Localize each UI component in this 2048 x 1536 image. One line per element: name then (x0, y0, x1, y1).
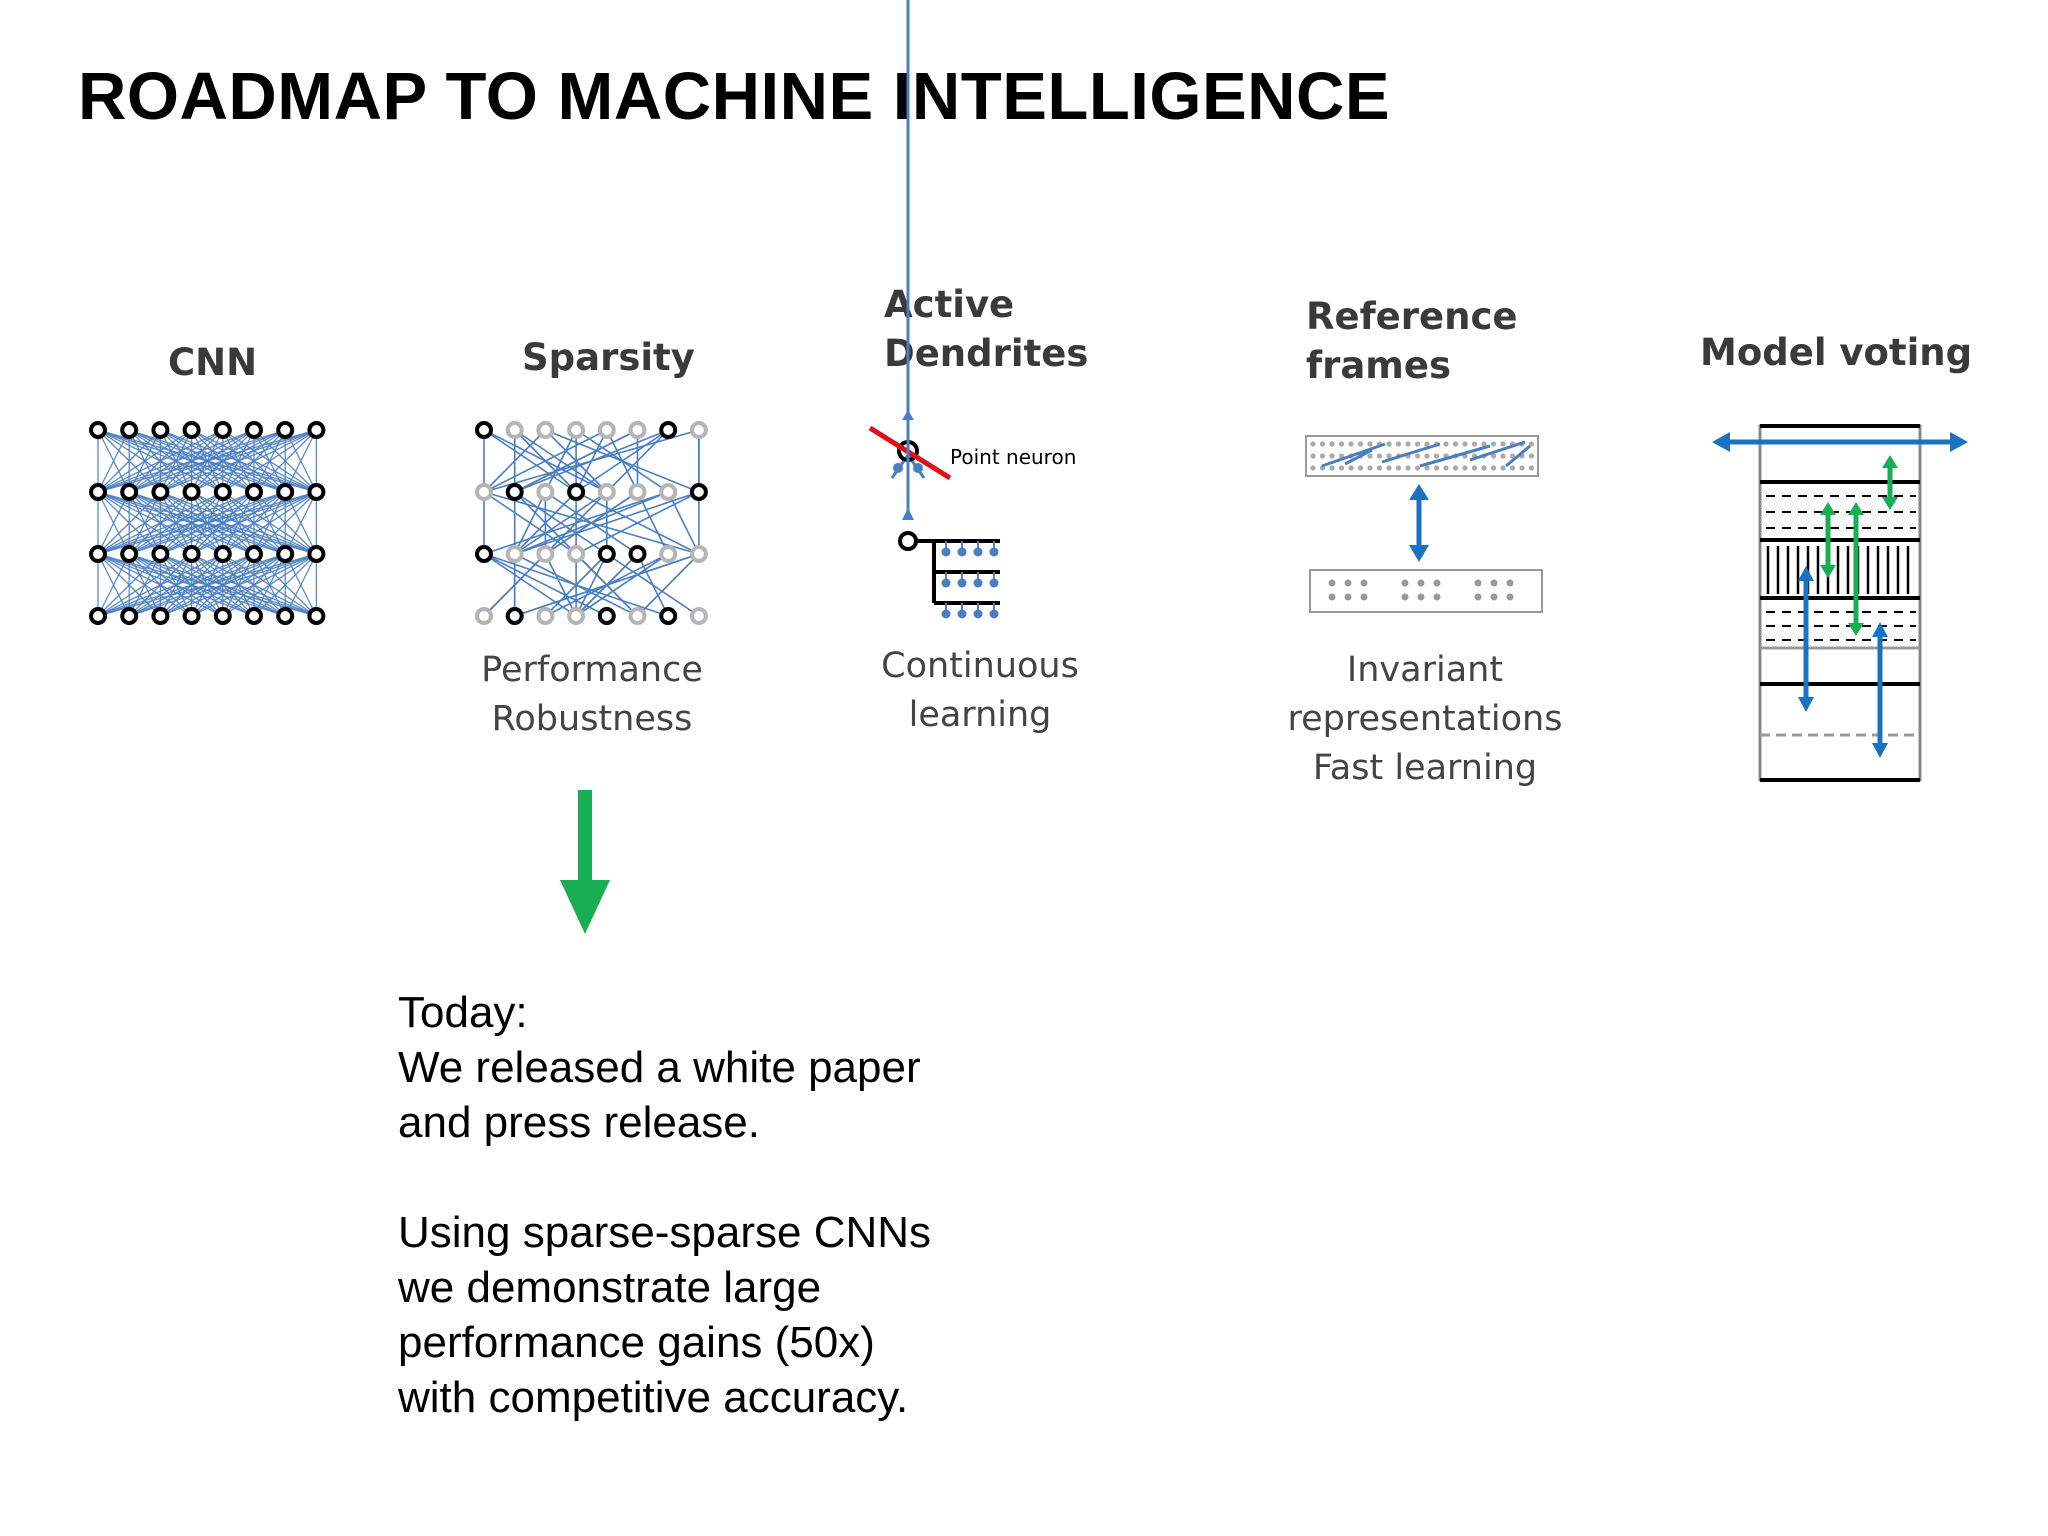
cnn-node (276, 421, 295, 439)
sparse-node (689, 421, 708, 439)
today-announcement: Today: We released a white paper and pre… (398, 988, 932, 1422)
cnn-node (151, 607, 170, 625)
model-voting-column-icon (1712, 424, 1968, 782)
heading-sparsity: Sparsity (522, 336, 695, 379)
sparse-node (628, 421, 647, 439)
heading-reference-frames: Reference frames (1306, 295, 1518, 387)
cnn-node (307, 483, 326, 501)
point-neuron-icon (868, 410, 952, 481)
sparse-node (536, 545, 555, 563)
sparse-node (689, 545, 708, 563)
sparse-node (567, 607, 586, 625)
sparse-node (505, 421, 524, 439)
cnn-node (151, 483, 170, 501)
cnn-node (276, 483, 295, 501)
sparse-node (475, 545, 493, 563)
sparse-network-icon (475, 421, 708, 625)
cnn-node (89, 421, 107, 439)
sparse-node (475, 607, 493, 625)
cnn-node (213, 421, 232, 439)
subtitle-active-dendrites: Continuous learning (881, 646, 1079, 735)
cnn-node (307, 421, 326, 439)
cnn-node (182, 545, 201, 563)
cnn-node (245, 421, 263, 439)
sparse-node (536, 421, 555, 439)
sparse-node (567, 545, 586, 563)
point-neuron-label: Point neuron (950, 445, 1076, 469)
sparse-node (659, 607, 678, 625)
sparse-node (659, 545, 678, 563)
sparse-node (536, 483, 555, 501)
cnn-node (120, 421, 139, 439)
sparse-node (536, 607, 555, 625)
heading-cnn: CNN (168, 341, 258, 384)
cnn-node (245, 545, 263, 563)
cnn-node (151, 545, 170, 563)
subtitle-reference-frames: Invariant representations Fast learning (1287, 650, 1563, 788)
sparse-node (689, 607, 708, 625)
cnn-node (89, 607, 107, 625)
sparse-node (628, 483, 647, 501)
sparse-node (567, 421, 586, 439)
cnn-node (276, 545, 295, 563)
sparse-node (659, 421, 678, 439)
sparse-node (597, 607, 616, 625)
reference-frame-bottom-box (1309, 569, 1543, 613)
cnn-node (213, 545, 232, 563)
cnn-node (151, 421, 170, 439)
cnn-node (120, 545, 139, 563)
sparse-node (505, 607, 524, 625)
slide-title: ROADMAP TO MACHINE INTELLIGENCE (78, 59, 1391, 134)
reference-frame-arrow-icon (1409, 484, 1429, 562)
sparse-node (475, 483, 493, 501)
sparse-node (628, 545, 647, 563)
green-down-arrow-icon (560, 790, 610, 934)
sparse-node (505, 545, 524, 563)
cnn-node (120, 607, 139, 625)
sparse-node (659, 483, 678, 501)
cnn-node (213, 607, 232, 625)
sparse-node (597, 545, 616, 563)
heading-model-voting: Model voting (1700, 331, 1973, 374)
sparse-node (628, 607, 647, 625)
cnn-node (182, 421, 201, 439)
cnn-network-icon (89, 421, 326, 625)
cnn-node (307, 607, 326, 625)
cnn-node (89, 483, 107, 501)
cnn-node (182, 607, 201, 625)
sparse-node (475, 421, 493, 439)
reference-frame-top-box (1305, 435, 1539, 477)
dendritic-neuron-icon (898, 0, 1000, 619)
cnn-node (213, 483, 232, 501)
cnn-node (276, 607, 295, 625)
cnn-node (307, 545, 326, 563)
sparse-node (567, 483, 586, 501)
heading-active-dendrites: Active Dendrites (884, 283, 1089, 375)
sparse-node (597, 421, 616, 439)
cnn-node (245, 607, 263, 625)
cnn-node (245, 483, 263, 501)
cnn-node (182, 483, 201, 501)
sparse-node (505, 483, 524, 501)
cnn-node (89, 545, 107, 563)
subtitle-sparsity: Performance Robustness (481, 650, 703, 739)
cnn-node (120, 483, 139, 501)
sparse-node (597, 483, 616, 501)
sparse-node (689, 483, 708, 501)
